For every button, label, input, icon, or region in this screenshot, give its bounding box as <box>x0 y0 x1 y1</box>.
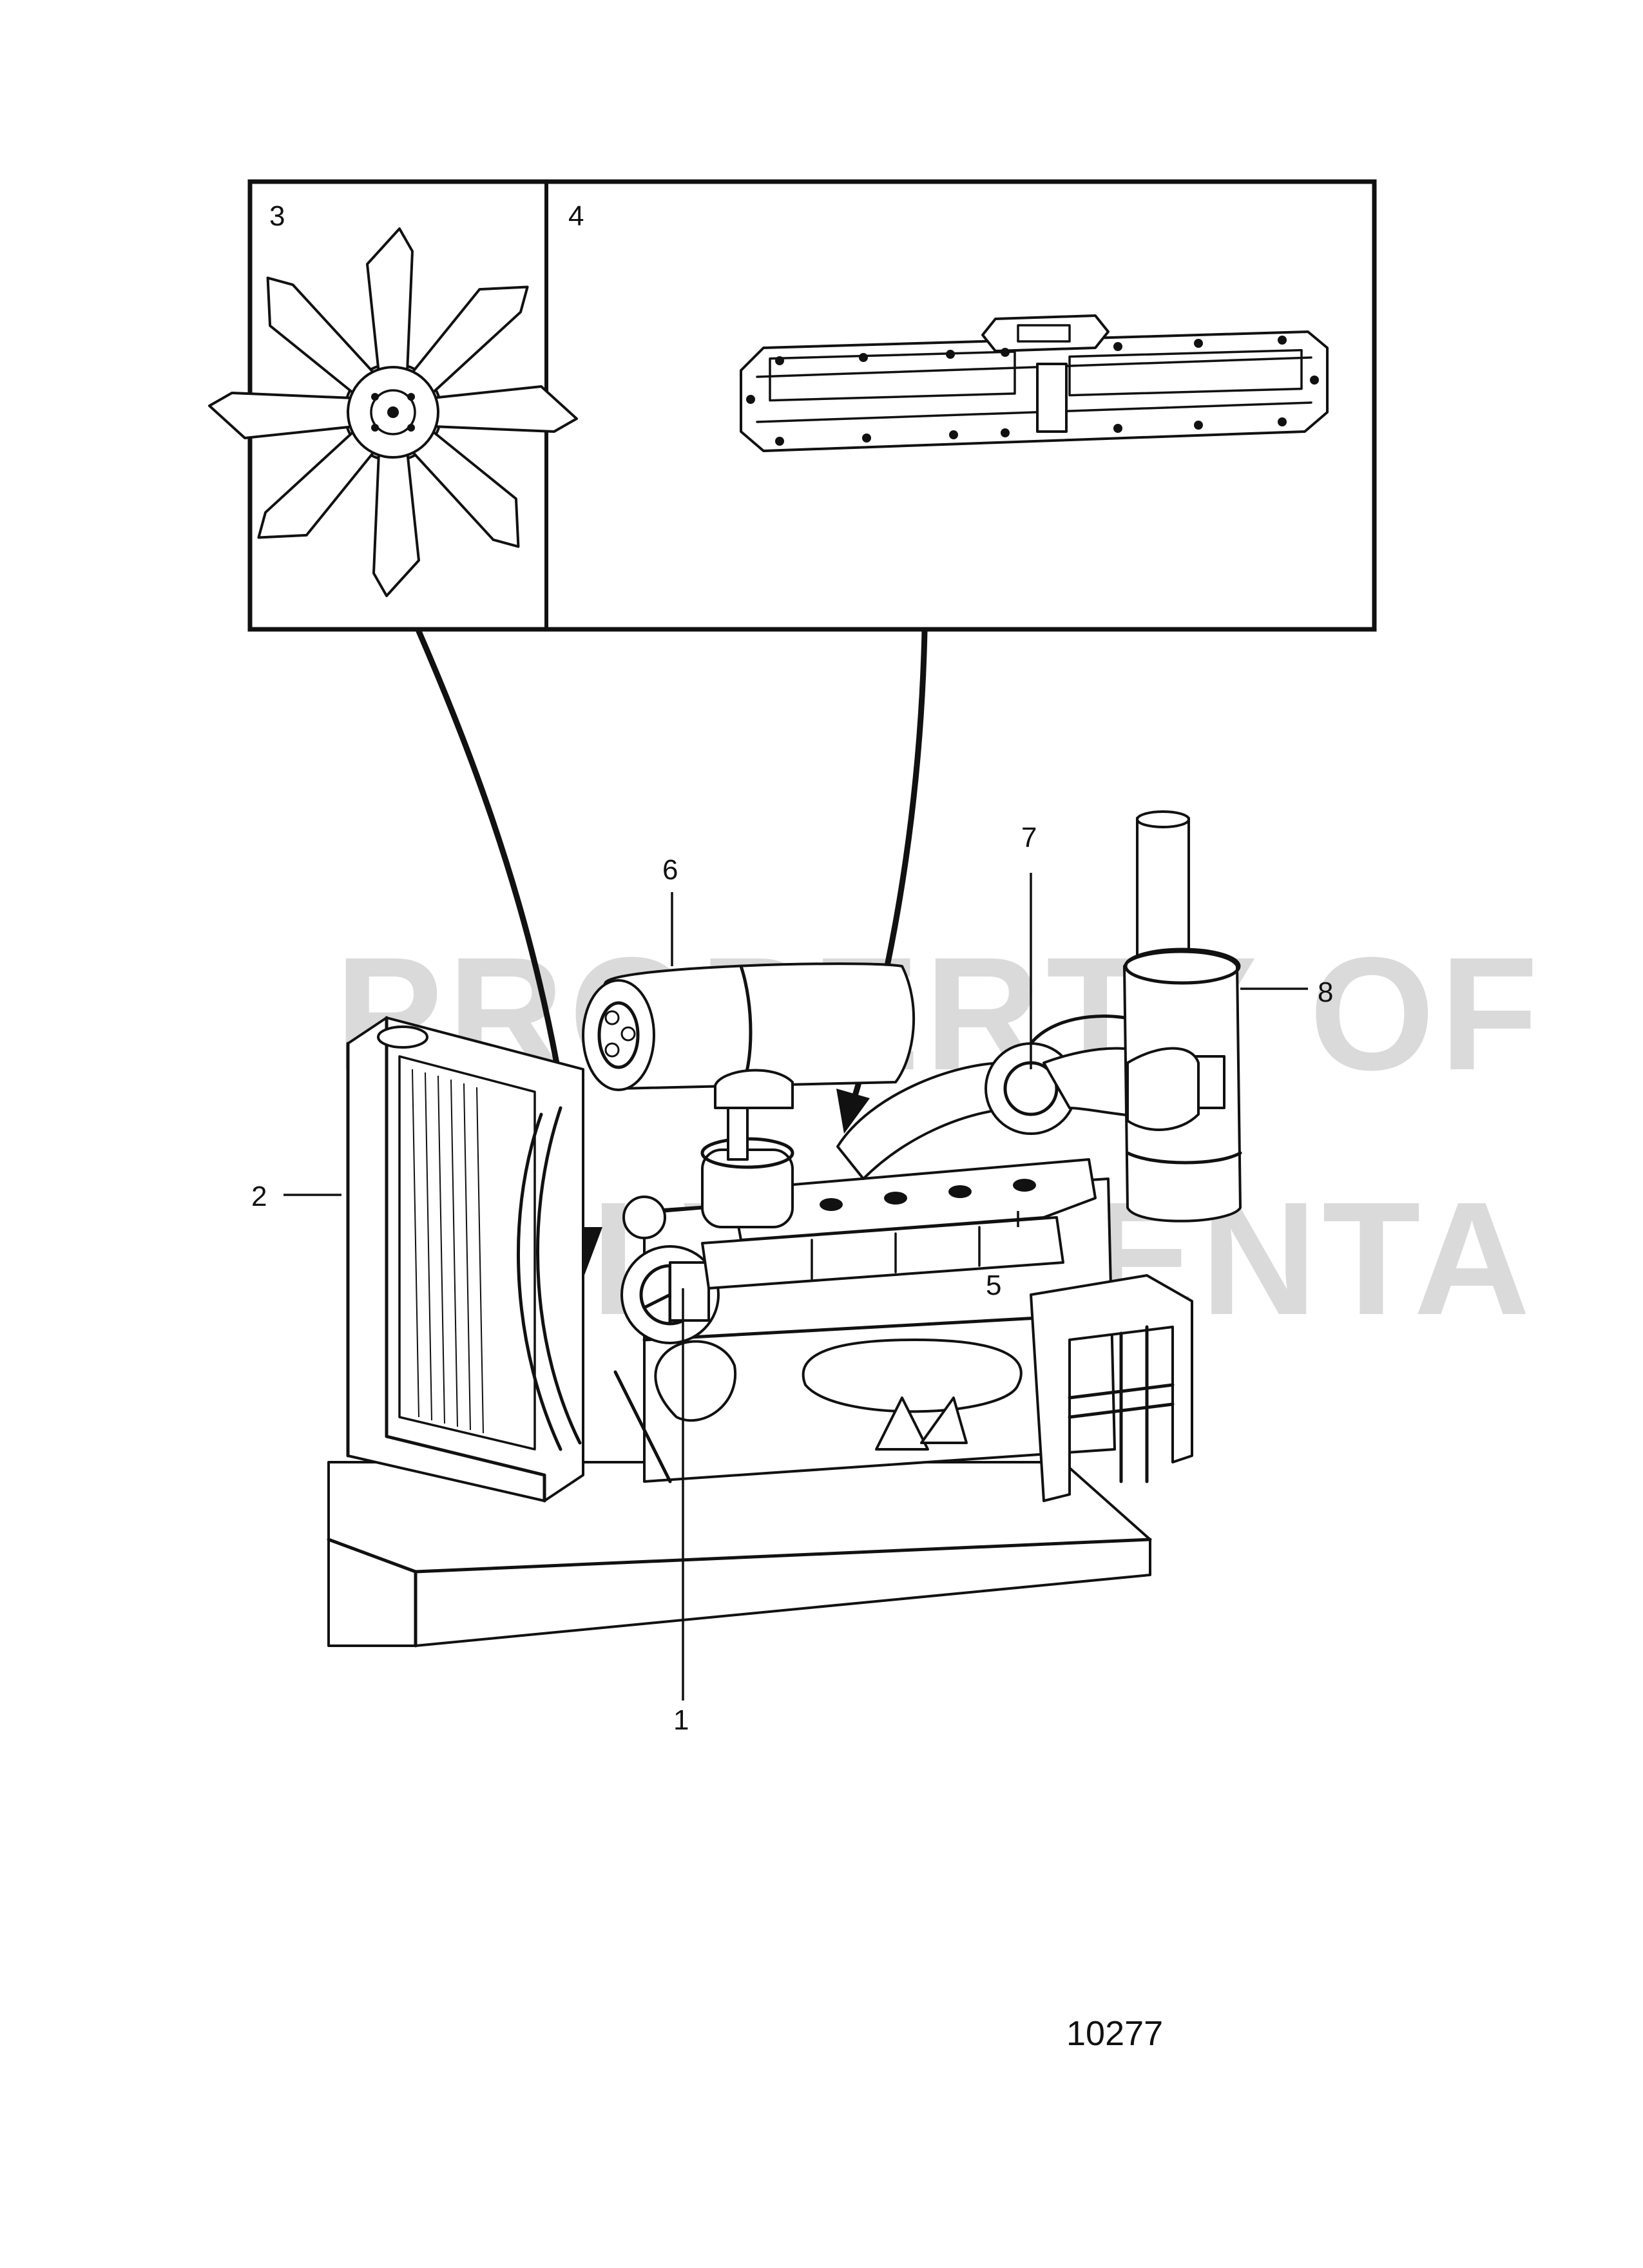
callout-5: 5 <box>986 1270 1001 1301</box>
engine-assembly <box>327 810 1242 1648</box>
callout-1: 1 <box>673 1704 689 1736</box>
figure-number: 10277 <box>1066 2014 1163 2053</box>
callout-2: 2 <box>251 1181 267 1212</box>
callout-3: 3 <box>269 200 285 232</box>
callout-8: 8 <box>1318 977 1333 1008</box>
manifold-illustration <box>740 314 1329 452</box>
callout-6: 6 <box>662 854 678 886</box>
fan-illustration <box>208 227 578 597</box>
leader-lines <box>283 873 1308 1701</box>
callout-4: 4 <box>568 200 584 232</box>
callout-7: 7 <box>1021 822 1037 853</box>
callout-labels: 1 2 3 4 5 6 7 8 <box>251 200 1333 1736</box>
